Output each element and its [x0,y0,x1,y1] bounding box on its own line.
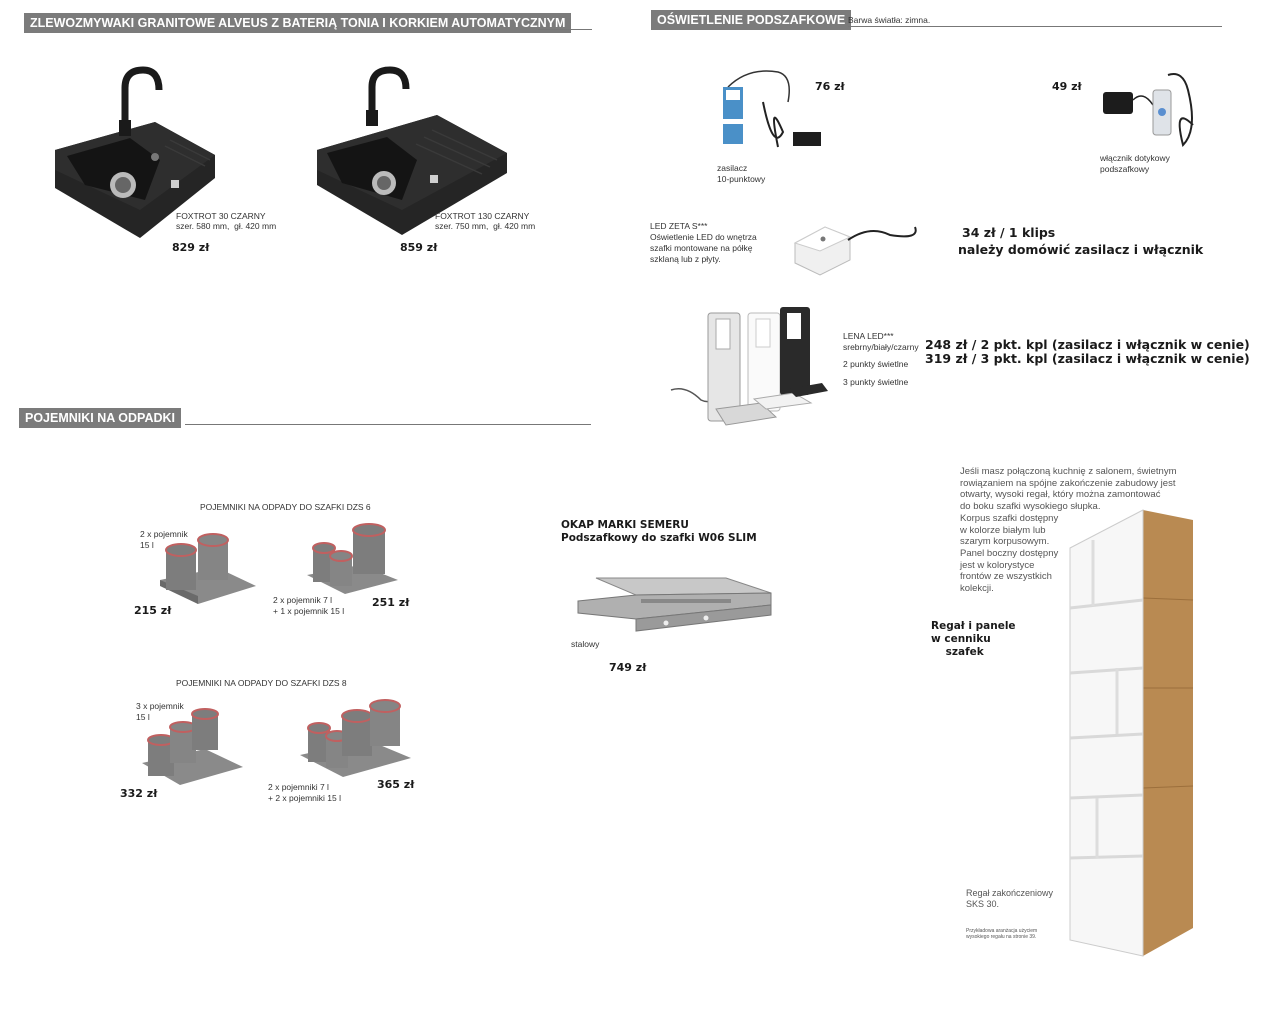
lena-led-price-2: 248 zł / 2 pkt. kpl (zasilacz i włącznik… [925,337,1250,352]
bins-dzs6-b-image [307,523,398,594]
shelf-caption: Regał zakończeniowy SKS 30. [966,888,1054,909]
led-zeta-label: LED ZETA S*** Oświetlenie LED do wnętrza… [650,221,757,264]
sink-2-dims: szer. 750 mm, gł. 420 mm [435,221,536,231]
hood-title: OKAP MARKI SEMERU [561,519,689,531]
shelf-description: Jeśli masz połączoną kuchnię z salonem, … [960,466,1177,595]
sink-2-name: FOXTROT 130 CZARNY [435,211,530,221]
bins-dzs8-a-label: 3 x pojemnik 15 l [136,701,184,722]
led-zeta-price: 34 zł / 1 klips [962,225,1056,240]
bins-dzs8-a-image [142,708,243,785]
bins-dzs6-b-label: 2 x pojemnik 7 l + 1 x pojemnik 15 l [273,595,345,616]
lighting-section-header: OŚWIETLENIE PODSZAFKOWE [651,10,852,30]
bins-dzs6-a-image [160,533,256,604]
sink-1-price: 829 zł [172,241,210,254]
bins-section-header: POJEMNIKI NA ODPADKI [19,408,182,428]
sink-2-price: 859 zł [400,241,438,254]
sinks-header-rule [538,29,592,30]
lena-led-points-3: 3 punkty świetlne [843,377,909,387]
lena-led-price-3: 319 zł / 3 pkt. kpl (zasilacz i włącznik… [925,351,1250,366]
sinks-section-header: ZLEWOZMYWAKI GRANITOWE ALVEUS Z BATERIĄ … [24,13,572,33]
lighting-subtitle: Barwa światła: zimna. [848,15,931,25]
bins-dzs6-b-price: 251 zł [372,596,410,609]
hood-finish: stalowy [571,639,600,649]
hood-subtitle: Podszafkowy do szafki W06 SLIM [561,532,757,544]
touch-switch-image [1103,73,1194,147]
bins-dzs6-title: POJEMNIKI NA ODPADY DO SZAFKI DZS 6 [200,502,371,512]
power-supply-price: 76 zł [815,80,845,93]
sink-1-dims: szer. 580 mm, gł. 420 mm [176,221,277,231]
hood-price: 749 zł [609,661,647,674]
bins-dzs8-b-label: 2 x pojemniki 7 l + 2 x pojemniki 15 l [268,782,341,803]
bins-dzs8-title: POJEMNIKI NA ODPADY DO SZAFKI DZS 8 [176,678,347,688]
shelf-image [1069,509,1194,957]
touch-switch-price: 49 zł [1052,80,1082,93]
sink-foxtrot-30-image [55,66,215,238]
power-supply-label: zasilacz 10-punktowy [717,163,766,184]
lena-led-colors: srebrny/biały/czarny [843,342,919,352]
lighting-header-rule [848,26,1222,27]
power-supply-image [723,70,821,148]
hood-image [577,577,772,632]
bins-header-rule [185,424,591,425]
touch-switch-label: włącznik dotykowy podszafkowy [1100,153,1170,174]
shelf-price-note: Regał i panele w cenniku szafek [931,620,1016,658]
shelf-footnote: Przykładowa aranżacja użyciem wysokiego … [966,928,1038,940]
led-zeta-image [793,226,917,276]
bins-dzs8-b-price: 365 zł [377,778,415,791]
lena-led-name: LENA LED*** [843,331,894,341]
bins-dzs8-a-price: 332 zł [120,787,158,800]
sink-1-name: FOXTROT 30 CZARNY [176,211,266,221]
led-zeta-note: należy domówić zasilacz i włącznik [958,242,1204,257]
bins-dzs6-a-price: 215 zł [134,604,172,617]
bins-dzs8-b-image [300,699,411,777]
bins-dzs6-a-label: 2 x pojemnik 15 l [140,529,188,550]
lena-led-points-2: 2 punkty świetlne [843,359,909,369]
lena-led-image [670,307,828,426]
sink-foxtrot-130-image [317,66,507,235]
